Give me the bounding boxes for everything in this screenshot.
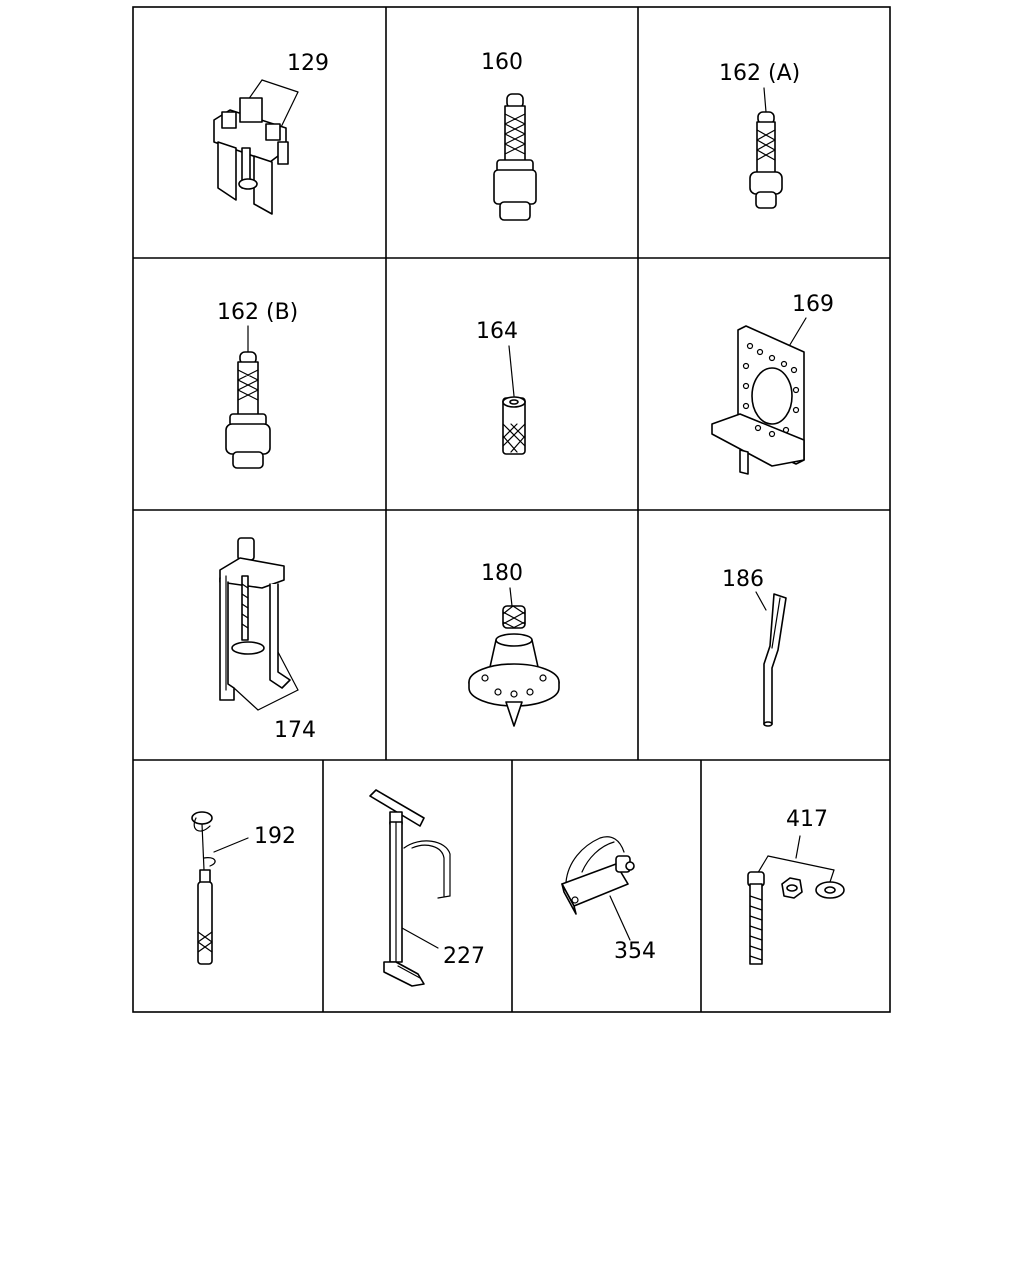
part-227: 227 xyxy=(369,789,485,987)
bolt-nut-washer-icon xyxy=(747,835,845,965)
part-169: 169 xyxy=(711,292,834,475)
part-number: 354 xyxy=(614,939,656,964)
slide-hammer-icon xyxy=(369,789,451,987)
part-number: 192 xyxy=(254,824,296,849)
part-162a: 162 (A) xyxy=(719,61,800,209)
part-192: 192 xyxy=(191,811,296,965)
part-417: 417 xyxy=(747,807,845,965)
pry-tool-icon xyxy=(755,591,787,727)
part-number: 174 xyxy=(274,718,316,743)
puller-tool-icon xyxy=(213,79,299,215)
threaded-adapter-small-icon xyxy=(749,87,783,209)
mounting-bracket-icon xyxy=(711,317,807,475)
part-number: 160 xyxy=(481,50,523,75)
part-180: 180 xyxy=(468,561,560,727)
part-174: 174 xyxy=(219,537,316,743)
part-354: 354 xyxy=(561,836,656,964)
part-160: 160 xyxy=(481,50,537,221)
flange-attachment-icon xyxy=(468,587,560,727)
threaded-adapter-icon xyxy=(225,325,271,469)
pin-tool-icon xyxy=(191,811,249,965)
part-number: 186 xyxy=(722,567,764,592)
part-129: 129 xyxy=(213,51,329,215)
knurled-sleeve-icon xyxy=(502,345,526,455)
threaded-adapter-icon xyxy=(493,93,537,221)
part-number: 169 xyxy=(792,292,834,317)
part-162b: 162 (B) xyxy=(217,300,298,469)
part-number: 164 xyxy=(476,319,518,344)
part-number: 227 xyxy=(443,944,485,969)
part-number: 180 xyxy=(481,561,523,586)
part-number: 417 xyxy=(786,807,828,832)
grid-frame xyxy=(132,6,891,1013)
part-number: 162 (B) xyxy=(217,300,298,325)
two-jaw-puller-icon xyxy=(219,537,299,711)
part-number: 162 (A) xyxy=(719,61,800,86)
part-number: 129 xyxy=(287,51,329,76)
part-186: 186 xyxy=(722,567,787,727)
harness-connector-icon xyxy=(561,836,635,941)
part-164: 164 xyxy=(476,319,526,455)
